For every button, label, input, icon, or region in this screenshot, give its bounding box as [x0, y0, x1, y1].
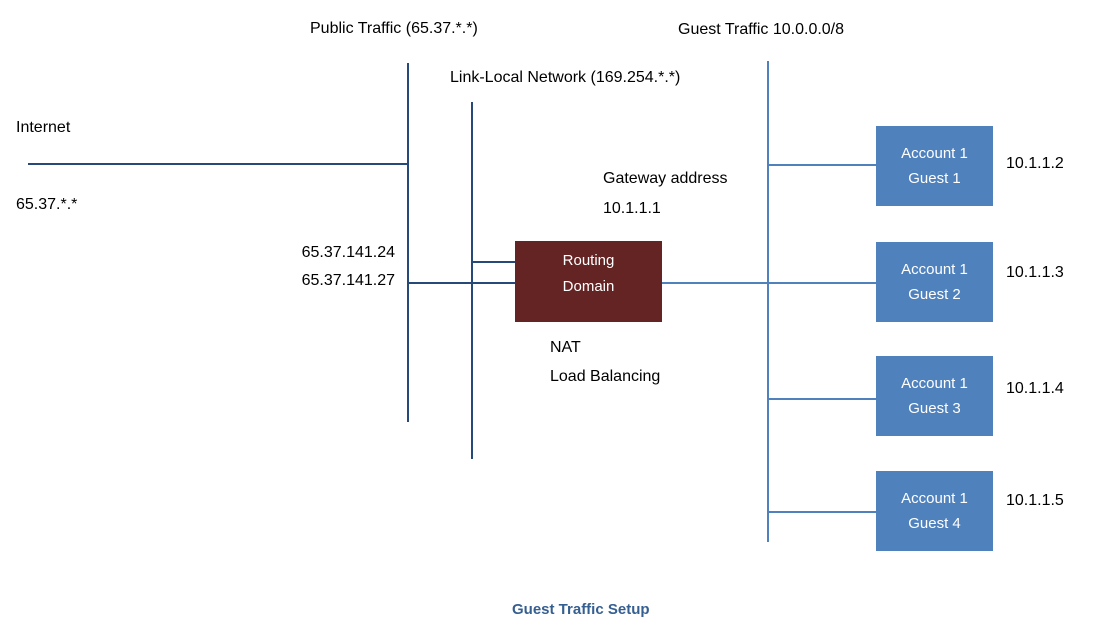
guest-ip-3-label: 10.1.1.4: [1006, 380, 1064, 397]
link-local-bus-line: [471, 102, 473, 459]
guest4-connector-line: [768, 511, 876, 513]
routing-domain-node: Routing Domain: [515, 241, 662, 322]
public-ip-2-label: 65.37.141.27: [301, 272, 395, 289]
guest-node-4: Account 1 Guest 4: [876, 471, 993, 551]
internet-ip-label: 65.37.*.*: [16, 196, 78, 213]
guest-node-1-guest-label: Guest 1: [908, 170, 961, 187]
guest-node-3-account-label: Account 1: [901, 375, 968, 392]
public-traffic-label: Public Traffic (65.37.*.*): [310, 20, 478, 37]
guest-ip-1-label: 10.1.1.2: [1006, 155, 1064, 172]
internet-line: [28, 163, 408, 165]
gateway-address-label: Gateway address: [603, 170, 728, 187]
guest1-connector-line: [768, 164, 876, 166]
guest-node-2-guest-label: Guest 2: [908, 286, 961, 303]
guest-ip-4-label: 10.1.1.5: [1006, 492, 1064, 509]
internet-label: Internet: [16, 119, 71, 136]
public-bus-line: [407, 63, 409, 422]
guest-node-2-account-label: Account 1: [901, 261, 968, 278]
public-ip-1-label: 65.37.141.24: [301, 244, 395, 261]
routing-domain-label-line1: Routing: [562, 252, 615, 269]
gateway-ip-label: 10.1.1.1: [603, 200, 661, 217]
public-to-routing-line: [408, 282, 516, 284]
guest-node-1-account-label: Account 1: [901, 145, 968, 162]
guest-node-2: Account 1 Guest 2: [876, 242, 993, 322]
guest-bus-line: [767, 61, 769, 542]
guest-ip-2-label: 10.1.1.3: [1006, 264, 1064, 281]
nat-label: NAT: [550, 339, 581, 356]
guest-node-1: Account 1 Guest 1: [876, 126, 993, 206]
guest-node-4-account-label: Account 1: [901, 490, 968, 507]
guest-traffic-label: Guest Traffic 10.0.0.0/8: [678, 21, 845, 38]
link-local-to-routing-line: [472, 261, 516, 263]
diagram-caption: Guest Traffic Setup: [512, 601, 650, 618]
guest-node-3-guest-label: Guest 3: [908, 400, 961, 417]
routing-to-guest2-line: [662, 282, 876, 284]
routing-domain-label-line2: Domain: [562, 278, 615, 295]
guest-node-3: Account 1 Guest 3: [876, 356, 993, 436]
link-local-label: Link-Local Network (169.254.*.*): [450, 69, 681, 86]
guest3-connector-line: [768, 398, 876, 400]
guest-node-4-guest-label: Guest 4: [908, 515, 961, 532]
load-balancing-label: Load Balancing: [550, 368, 661, 385]
